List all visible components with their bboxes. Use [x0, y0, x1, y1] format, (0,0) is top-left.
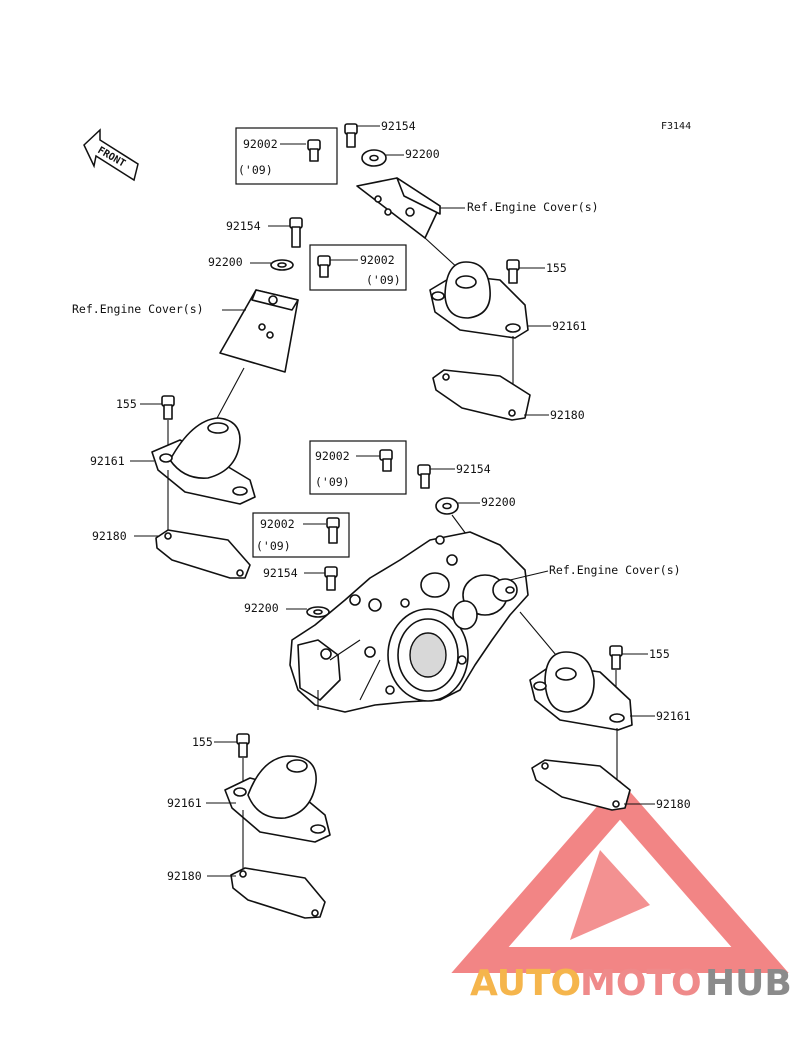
- label-92200-center-right: 92200: [481, 495, 516, 509]
- front-arrow-icon: FRONT: [83, 128, 139, 182]
- label-155-right: 155: [649, 647, 670, 661]
- label-92161-left: 92161: [90, 454, 125, 468]
- label-92180-left: 92180: [92, 529, 127, 543]
- label-92180-right: 92180: [656, 797, 691, 811]
- label-92161-top: 92161: [552, 319, 587, 333]
- label-92161-bottom: 92161: [167, 796, 202, 810]
- plate-92180-left-icon: [134, 529, 251, 579]
- label-155-top: 155: [546, 261, 567, 275]
- label-ref-engine-cover-top: Ref.Engine Cover(s): [467, 200, 599, 214]
- bottom-left-mount-group: 155 92161 92180: [167, 733, 331, 919]
- label-92154-center-left: 92154: [263, 566, 298, 580]
- engine-cover-bracket-top-icon: [356, 177, 465, 239]
- engine-case-housing-icon: [289, 531, 549, 713]
- plate-92180-bottom-icon: [207, 867, 326, 919]
- label-92200-center-left: 92200: [244, 601, 279, 615]
- label-92002-d: 92002: [260, 517, 295, 531]
- bolt-92154-top-icon: [344, 123, 380, 148]
- bolt-92002-a-icon: [307, 139, 321, 162]
- bolt-92002-b-icon: [317, 255, 331, 278]
- bolt-92002-d-icon: [326, 517, 340, 544]
- label-92002-a: 92002: [243, 137, 278, 151]
- label-92154-top: 92154: [381, 119, 416, 133]
- label-155-left: 155: [116, 397, 137, 411]
- engine-mount-92161-right-icon: [529, 651, 655, 731]
- bolt-155-left-icon: [140, 395, 175, 448]
- watermark-auto: AUTO: [470, 963, 581, 1004]
- center-fasteners: 92154 92200 92154 92200: [244, 462, 516, 618]
- label-92002-b: 92002: [360, 253, 395, 267]
- label-ref-engine-cover-left: Ref.Engine Cover(s): [72, 302, 204, 316]
- label-92200-left: 92200: [208, 255, 243, 269]
- label-92180-bottom: 92180: [167, 869, 202, 883]
- plate-92180-right-icon: [531, 759, 655, 811]
- label-ref-engine-cover-center: Ref.Engine Cover(s): [549, 563, 681, 577]
- note-09-c: ('09): [315, 475, 350, 489]
- watermark-logo-triangle: [451, 780, 789, 973]
- watermark-hub: HUB: [705, 963, 792, 1004]
- bolt-92154-center-right-icon: [417, 464, 455, 489]
- label-155-bottom: 155: [192, 735, 213, 749]
- bolt-92154-center-left-icon: [304, 566, 338, 591]
- left-mount-group: 92154 92200 Ref.Engine Cover(s) 155: [72, 217, 303, 579]
- note-box-92002-d: 92002 ('09): [252, 512, 350, 558]
- label-92154-center-right: 92154: [456, 462, 491, 476]
- note-box-92002-c: 92002 ('09): [309, 440, 407, 495]
- watermark-wordmark: AUTO MOTO HUB: [470, 963, 792, 1004]
- engine-mount-92161-top-icon: [429, 261, 529, 339]
- figure-code: F3144: [661, 121, 691, 132]
- label-92200-top: 92200: [405, 147, 440, 161]
- label-92161-right: 92161: [656, 709, 691, 723]
- note-box-92002-b: 92002 ('09): [309, 244, 407, 291]
- label-92002-c: 92002: [315, 449, 350, 463]
- washer-92200-center-left-icon: [286, 606, 330, 618]
- note-09-b: ('09): [366, 273, 401, 287]
- label-92154-left: 92154: [226, 219, 261, 233]
- plate-92180-top-icon: [432, 369, 549, 421]
- note-09-a: ('09): [238, 163, 273, 177]
- bolt-92154-left-icon: [268, 217, 303, 248]
- label-92180-top: 92180: [550, 408, 585, 422]
- note-box-92002-a: 92002 ('09): [235, 127, 338, 185]
- engine-mount-92161-bottom-icon: [206, 755, 331, 843]
- bolt-92002-c-icon: [379, 449, 393, 472]
- right-lower-mount-group: 155 92161 92180: [519, 611, 691, 811]
- washer-92200-top-icon: [361, 149, 404, 167]
- watermark-moto: MOTO: [580, 963, 702, 1004]
- engine-cover-bracket-left-icon: [219, 289, 299, 373]
- bolt-155-top-icon: [506, 259, 545, 284]
- washer-92200-left-icon: [250, 259, 294, 271]
- engine-mount-92161-left-icon: [130, 417, 256, 505]
- note-09-d: ('09): [256, 539, 291, 553]
- upper-right-mount-group: 92154 92200 Ref.Engine Cover(s): [344, 119, 599, 422]
- washer-92200-center-right-icon: [435, 497, 480, 515]
